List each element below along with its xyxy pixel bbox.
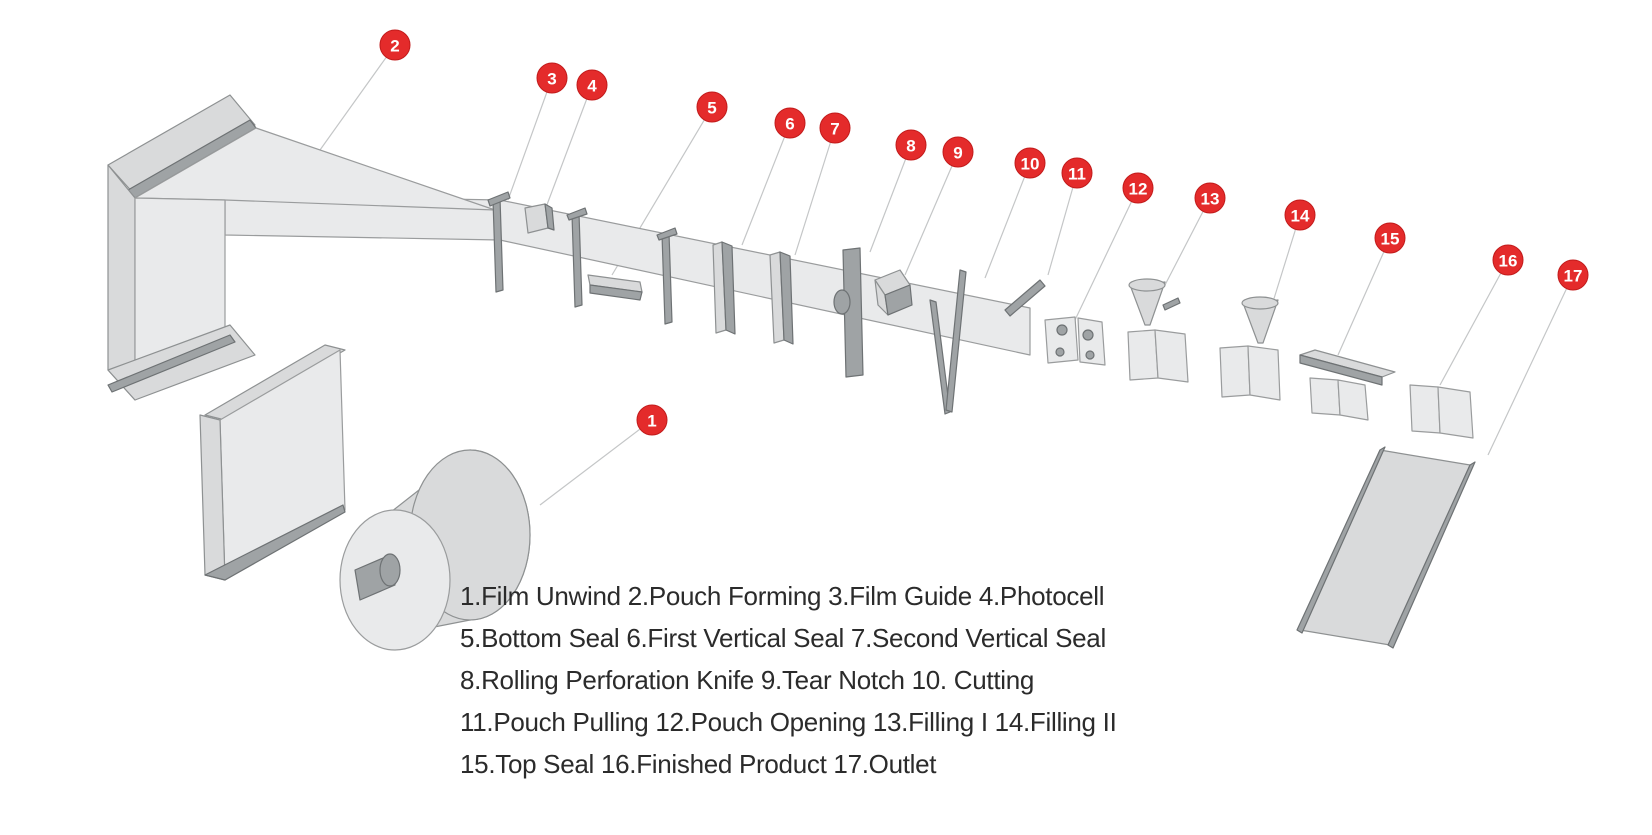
callout-badge-9: 9 — [942, 136, 974, 168]
callout-badge-number: 5 — [707, 99, 716, 118]
callout-badge-number: 17 — [1564, 267, 1583, 286]
leader-line-13 — [1164, 197, 1211, 286]
legend: 1.Film Unwind 2.Pouch Forming 3.Film Gui… — [460, 575, 1117, 785]
callout-badge-number: 15 — [1381, 230, 1400, 249]
leader-line-15 — [1337, 237, 1391, 356]
leader-line-6 — [741, 122, 791, 246]
callout-badge-circle — [1061, 157, 1093, 189]
callout-badge-number: 4 — [587, 77, 597, 96]
photocell — [524, 203, 555, 234]
callout-badge-number: 7 — [830, 120, 839, 139]
film-guides — [487, 191, 678, 325]
film-roll — [339, 449, 531, 651]
callout-badge-circle — [1122, 172, 1154, 204]
leader-line-7 — [794, 127, 836, 256]
leader-lines — [319, 44, 1574, 506]
callout-badge-8: 8 — [895, 129, 927, 161]
leader-line-10 — [984, 162, 1031, 279]
callout-badge-number: 13 — [1201, 190, 1220, 209]
legend-line: 11.Pouch Pulling 12.Pouch Opening 13.Fil… — [460, 707, 1117, 737]
tear-notch — [874, 269, 913, 316]
callout-badge-number: 12 — [1129, 180, 1148, 199]
callout-badge-number: 16 — [1499, 252, 1518, 271]
perforation-knife — [833, 247, 864, 378]
callout-badge-circle — [895, 129, 927, 161]
top-seal — [1299, 349, 1396, 421]
leader-line-8 — [869, 144, 912, 253]
callout-badge-17: 17 — [1557, 259, 1589, 291]
callout-badge-circle — [636, 404, 668, 436]
callout-badge-number: 14 — [1291, 207, 1310, 226]
callout-badge-circle — [1284, 199, 1316, 231]
film-web — [224, 194, 1031, 356]
leader-line-16 — [1439, 259, 1509, 386]
filling-two — [1219, 296, 1281, 401]
callout-badge-15: 15 — [1374, 222, 1406, 254]
pouch-pulling — [1004, 279, 1046, 317]
callout-badge-number: 2 — [390, 37, 399, 56]
leader-line-3 — [507, 77, 553, 201]
forming-frame — [107, 94, 496, 581]
pouch-opening — [1044, 316, 1106, 366]
legend-line: 8.Rolling Perforation Knife 9.Tear Notch… — [460, 665, 1035, 695]
leader-line-14 — [1271, 214, 1301, 306]
callout-badge-circle — [576, 69, 608, 101]
callout-badge-circle — [379, 29, 411, 61]
callout-badge-14: 14 — [1284, 199, 1316, 231]
leader-line-17 — [1487, 274, 1574, 456]
callout-badge-number: 10 — [1021, 155, 1040, 174]
callout-badge-11: 11 — [1061, 157, 1093, 189]
vertical-seals — [712, 241, 794, 345]
callout-badge-circle — [942, 136, 974, 168]
filling-one — [1127, 278, 1189, 383]
callout-badge-circle — [696, 91, 728, 123]
leader-line-1 — [539, 419, 653, 506]
callout-badge-number: 9 — [953, 144, 962, 163]
callout-badge-1: 1 — [636, 404, 668, 436]
callout-badge-circle — [1557, 259, 1589, 291]
callout-badge-circle — [1014, 147, 1046, 179]
callout-badge-number: 3 — [547, 70, 556, 89]
callout-badge-16: 16 — [1492, 244, 1524, 276]
callout-badge-2: 2 — [379, 29, 411, 61]
leader-line-9 — [904, 151, 959, 276]
callout-badge-number: 11 — [1068, 165, 1086, 184]
callout-badge-circle — [819, 112, 851, 144]
callout-badge-13: 13 — [1194, 182, 1226, 214]
legend-line: 15.Top Seal 16.Finished Product 17.Outle… — [460, 749, 937, 779]
leader-line-2 — [319, 44, 396, 151]
leader-line-12 — [1074, 187, 1139, 321]
callout-badge-circle — [1492, 244, 1524, 276]
callout-badge-6: 6 — [774, 107, 806, 139]
callout-badge-7: 7 — [819, 112, 851, 144]
callout-badge-circle — [536, 62, 568, 94]
outlet-chute — [1296, 446, 1476, 649]
legend-line: 5.Bottom Seal 6.First Vertical Seal 7.Se… — [460, 623, 1106, 653]
callout-badge-circle — [1374, 222, 1406, 254]
callout-badge-4: 4 — [576, 69, 608, 101]
cutting-blades — [929, 269, 967, 415]
legend-line: 1.Film Unwind 2.Pouch Forming 3.Film Gui… — [460, 581, 1105, 611]
finished-product — [1409, 384, 1474, 439]
callout-badge-3: 3 — [536, 62, 568, 94]
callout-badge-circle — [1194, 182, 1226, 214]
leader-line-11 — [1047, 172, 1078, 276]
callout-badge-5: 5 — [696, 91, 728, 123]
leader-line-4 — [544, 84, 593, 211]
callout-badge-number: 1 — [647, 412, 656, 431]
callout-badge-number: 6 — [785, 115, 794, 134]
callout-badge-number: 8 — [906, 137, 915, 156]
callout-badge-10: 10 — [1014, 147, 1046, 179]
bottom-seal — [587, 274, 643, 301]
callout-badge-circle — [774, 107, 806, 139]
callout-badge-12: 12 — [1122, 172, 1154, 204]
